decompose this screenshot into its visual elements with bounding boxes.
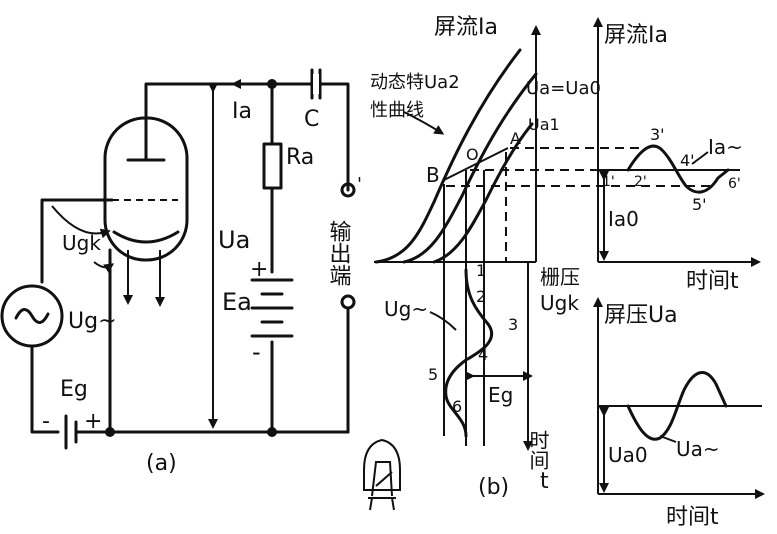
point-o: O <box>466 145 479 164</box>
ia-pt-2: 2' <box>634 174 647 190</box>
curve-ua2 <box>374 48 522 264</box>
uac-label: Ua~ <box>676 437 720 461</box>
uac-leader <box>659 435 677 443</box>
ua-plot-x-title: 时间t <box>666 505 719 530</box>
label-ugk: Ugk <box>62 231 101 255</box>
ua0-label: Ua0 <box>608 443 648 467</box>
ugk-axis-title: 栅压 <box>540 265 580 289</box>
caption-b: (b) <box>478 475 509 500</box>
curve-label-ua0: Ua=Ua0 <box>526 78 601 99</box>
label-c: C <box>304 107 319 132</box>
ug-sine <box>444 268 494 438</box>
label-eg-plus: + <box>84 409 102 434</box>
label-plus: + <box>250 257 268 282</box>
ia-plot-x-title: 时间t <box>686 269 739 294</box>
point-b: B <box>426 163 440 187</box>
pt-5: 5 <box>428 365 438 384</box>
tube-cathode <box>112 230 180 244</box>
caption-a: (a) <box>146 451 177 476</box>
time-label-t: t <box>540 469 549 494</box>
ia-time-plot: 屏流Ia 1' 2' 3' 4' 5' 6' Ia~ Ia0 时间t <box>593 17 761 294</box>
pt-4: 4 <box>478 345 488 364</box>
transfer-characteristic: 屏流Ia 动态特Ua2 性曲线 Ua=Ua0 Ua1 B O A 栅压 Ugk … <box>370 15 710 500</box>
note-line1: 动态特Ua2 <box>370 72 460 93</box>
time-label: 时间 <box>526 430 550 470</box>
output-terminal-top <box>340 182 356 198</box>
pt-6: 6 <box>452 397 462 416</box>
ia-pt-3: 3' <box>650 125 665 144</box>
dynamic-line <box>443 147 509 181</box>
curve-ua1 <box>432 122 534 264</box>
label-output-mark: ' <box>357 174 362 195</box>
eg-label: Eg <box>488 383 513 407</box>
label-ua: Ua <box>218 226 250 254</box>
ia-pt-4: 4' <box>680 151 695 170</box>
iac-label: Ia~ <box>708 135 743 159</box>
ia-axis-title: 屏流Ia <box>434 15 498 40</box>
label-minus: - <box>252 338 261 366</box>
circuit-diagram: Ia C Ra Ua Ea + - Ugk Ug~ Eg - + ' 输出端 (… <box>0 68 362 476</box>
pt-2: 2 <box>476 287 486 306</box>
note-leader <box>403 111 445 135</box>
ugk-arrow <box>51 205 111 239</box>
ugk-axis-title-2: Ugk <box>540 291 579 315</box>
grid-wire <box>40 198 114 284</box>
ia-sine <box>626 144 730 194</box>
junction-dot <box>267 79 277 89</box>
curve-ua0 <box>402 72 538 264</box>
ua-time-plot: 屏压Ua Ua0 Ua~ 时间t <box>593 297 765 530</box>
tube-sketch-icon <box>363 438 401 511</box>
ugk-arrow-2 <box>93 261 115 273</box>
ug-leader <box>429 311 457 331</box>
pt-1: 1 <box>476 261 486 280</box>
label-ea: Ea <box>222 288 252 316</box>
label-ia: Ia <box>232 99 252 124</box>
ia0-label: Ia0 <box>608 207 639 231</box>
label-ra: Ra <box>286 145 314 170</box>
ug-label: Ug~ <box>384 297 428 321</box>
label-ug: Ug~ <box>68 309 117 334</box>
iac-leader <box>691 151 709 165</box>
sine-icon <box>14 308 50 324</box>
ia-pt-6: 6' <box>728 176 741 192</box>
curve-label-ua1: Ua1 <box>528 115 560 134</box>
note-line2: 性曲线 <box>370 100 424 121</box>
ia-plot-title: 屏流Ia <box>604 23 668 48</box>
grid-wire-lower <box>30 344 60 434</box>
junction-dot <box>267 427 277 437</box>
pt-3: 3 <box>508 315 518 334</box>
point-a: A <box>510 129 521 148</box>
output-terminal-bottom <box>340 294 356 310</box>
ia-pt-1: 1' <box>602 174 615 190</box>
ia-pt-5: 5' <box>692 195 707 214</box>
label-output: 输出端 <box>326 220 352 286</box>
battery-ea <box>250 278 294 338</box>
ua-plot-title: 屏压Ua <box>604 303 678 328</box>
ua-sine <box>626 371 728 441</box>
label-eg-minus: - <box>42 409 50 434</box>
label-eg: Eg <box>60 377 88 402</box>
resistor-ra <box>262 142 283 190</box>
